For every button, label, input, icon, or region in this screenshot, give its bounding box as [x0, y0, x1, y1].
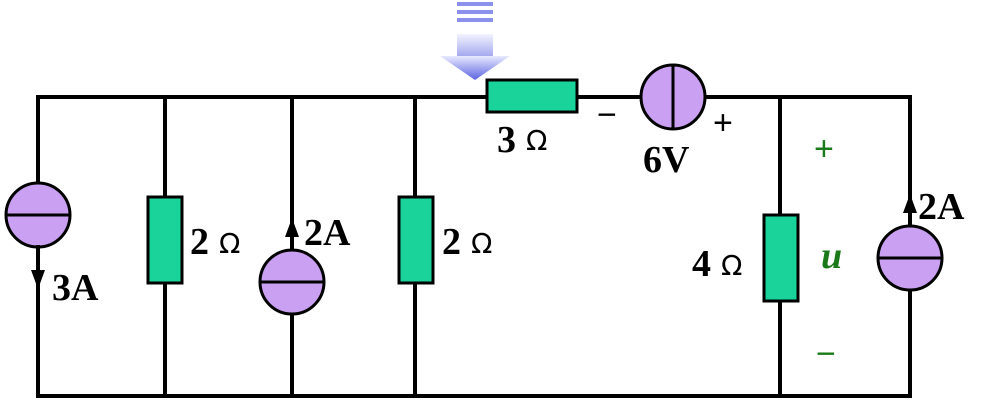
resistor-left: 2 Ω	[146, 195, 240, 285]
current-source-left-label: 3A	[52, 267, 99, 309]
resistor-top-unit: Ω	[526, 124, 547, 157]
down-arrow-icon	[440, 2, 510, 80]
current-direction-down-icon	[31, 270, 45, 289]
current-source-middle: 2A	[258, 212, 351, 316]
resistor-middle: 2 Ω	[397, 195, 492, 285]
resistor-left-unit: Ω	[219, 227, 240, 260]
voltage-source-plus: +	[713, 104, 733, 142]
resistor-top-value: 3	[497, 119, 516, 161]
resistor-middle-value: 2	[442, 221, 461, 263]
resistor-output-value: 4	[692, 243, 711, 285]
output-voltage-plus: +	[814, 130, 834, 168]
output-voltage: + u −	[814, 130, 842, 373]
resistor-left-value: 2	[190, 221, 209, 263]
resistor-output-unit: Ω	[721, 249, 742, 282]
current-source-middle-label: 2A	[304, 212, 351, 254]
output-voltage-minus: −	[816, 335, 836, 373]
current-source-right-label: 2A	[918, 186, 965, 228]
resistor-middle-unit: Ω	[471, 227, 492, 260]
current-source-left: 3A	[4, 181, 99, 309]
resistor-top: 3 Ω	[485, 78, 579, 161]
voltage-source-minus: −	[597, 96, 617, 134]
current-source-right: 2A	[876, 186, 965, 292]
output-voltage-symbol: u	[821, 235, 842, 277]
current-direction-up-icon	[285, 218, 299, 237]
resistor-output: 4 Ω	[692, 213, 800, 303]
current-direction-up-icon	[903, 194, 917, 213]
voltage-source-label: 6V	[643, 139, 690, 181]
voltage-source-top: − + 6V	[597, 63, 733, 181]
